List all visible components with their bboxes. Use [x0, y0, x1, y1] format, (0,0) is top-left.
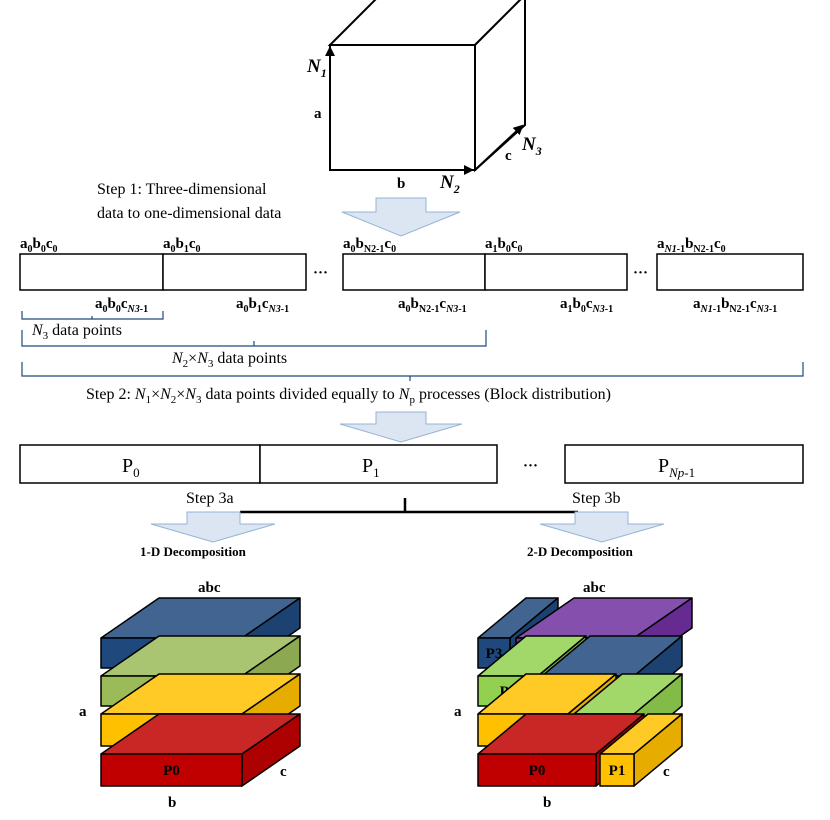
- array-bottom-label: a0b0cN3-1: [95, 296, 148, 315]
- decomp1d-abc-label: abc: [198, 580, 221, 596]
- cube-a-label: a: [314, 106, 322, 122]
- decomp2d-a-label: a: [454, 704, 462, 720]
- array-ellipsis-1: ···: [313, 265, 328, 281]
- process-cell-p0: [19, 444, 261, 484]
- array-cell: [656, 253, 804, 291]
- step2-arrow: [339, 411, 463, 443]
- step3a-title: 1-D Decomposition: [140, 544, 247, 559]
- array-top-label: a0b1c0: [163, 236, 201, 255]
- cube-c-label: c: [505, 148, 512, 164]
- n3-bracket: [21, 311, 164, 320]
- array-cell: [342, 253, 486, 291]
- box-label: P3: [486, 646, 503, 662]
- process-cell-p1: [259, 444, 498, 484]
- array-cell: [19, 253, 164, 291]
- step3a-label: Step 3a: [186, 490, 234, 507]
- step3b-label: Step 3b: [572, 490, 620, 507]
- box-front-face: [100, 753, 243, 787]
- step1-line2: data to one-dimensional data: [97, 205, 281, 222]
- one-d-decomposition: P3P2P1P0: [100, 597, 301, 787]
- box-label: P0: [529, 763, 546, 779]
- decomp1d-b-label: b: [168, 795, 176, 811]
- process-cell-pnp: [564, 444, 804, 484]
- array-bottom-label: a0b1cN3-1: [236, 296, 289, 315]
- step1-line1: Step 1: Three-dimensional: [97, 181, 267, 198]
- process-array: [19, 444, 804, 484]
- box-label: P0: [163, 763, 180, 779]
- n3-axis-arrow: [474, 124, 524, 171]
- array-cell: [162, 253, 307, 291]
- array-top-label: aN1-1bN2-1c0: [657, 236, 726, 255]
- box-label: P1: [609, 763, 626, 779]
- step2-text: Step 2: N1×N2×N3 data points divided equ…: [86, 386, 611, 406]
- array-cell: [484, 253, 628, 291]
- cube-b-label: b: [397, 176, 405, 192]
- array-bottom-label: a0bN2-1cN3-1: [398, 296, 467, 315]
- n1-label: N1: [306, 56, 327, 80]
- one-d-array: [19, 253, 804, 291]
- block-p0: P0: [100, 713, 301, 787]
- total-bracket: [21, 362, 804, 381]
- decomp2d-c-label: c: [663, 764, 670, 780]
- n3-label: N3: [521, 134, 542, 158]
- array-top-label: a0bN2-1c0: [343, 236, 396, 255]
- array-top-label: a1b0c0: [485, 236, 523, 255]
- step3b-arrow: [539, 511, 665, 543]
- step3b-title: 2-D Decomposition: [527, 544, 634, 559]
- array-bottom-label: aN1-1bN2-1cN3-1: [693, 296, 777, 315]
- cube-front-face: [329, 44, 476, 171]
- box-front-face: [477, 753, 597, 787]
- n2n3-bracket: [21, 330, 487, 347]
- n2-label: N2: [439, 172, 460, 196]
- two-d-decomposition: P3P4P2P3P1P2P0P1: [477, 597, 693, 787]
- decomp1d-a-label: a: [79, 704, 87, 720]
- data-cube: [327, 0, 526, 173]
- n3-bracket-label: N3 data points: [31, 322, 122, 342]
- decomp1d-c-label: c: [280, 764, 287, 780]
- n2n3-bracket-label: N2×N3 data points: [171, 350, 287, 370]
- block-p1-right: P1: [599, 713, 683, 787]
- process-ellipsis: ···: [523, 458, 538, 474]
- step3a-arrow: [150, 511, 276, 543]
- box-front-face: [599, 753, 635, 787]
- array-ellipsis-2: ···: [633, 265, 648, 281]
- array-top-label: a0b0c0: [20, 236, 58, 255]
- array-bottom-label: a1b0cN3-1: [560, 296, 613, 315]
- decomp2d-abc-label: abc: [583, 580, 606, 596]
- decomp2d-b-label: b: [543, 795, 551, 811]
- step1-arrow: [341, 197, 461, 237]
